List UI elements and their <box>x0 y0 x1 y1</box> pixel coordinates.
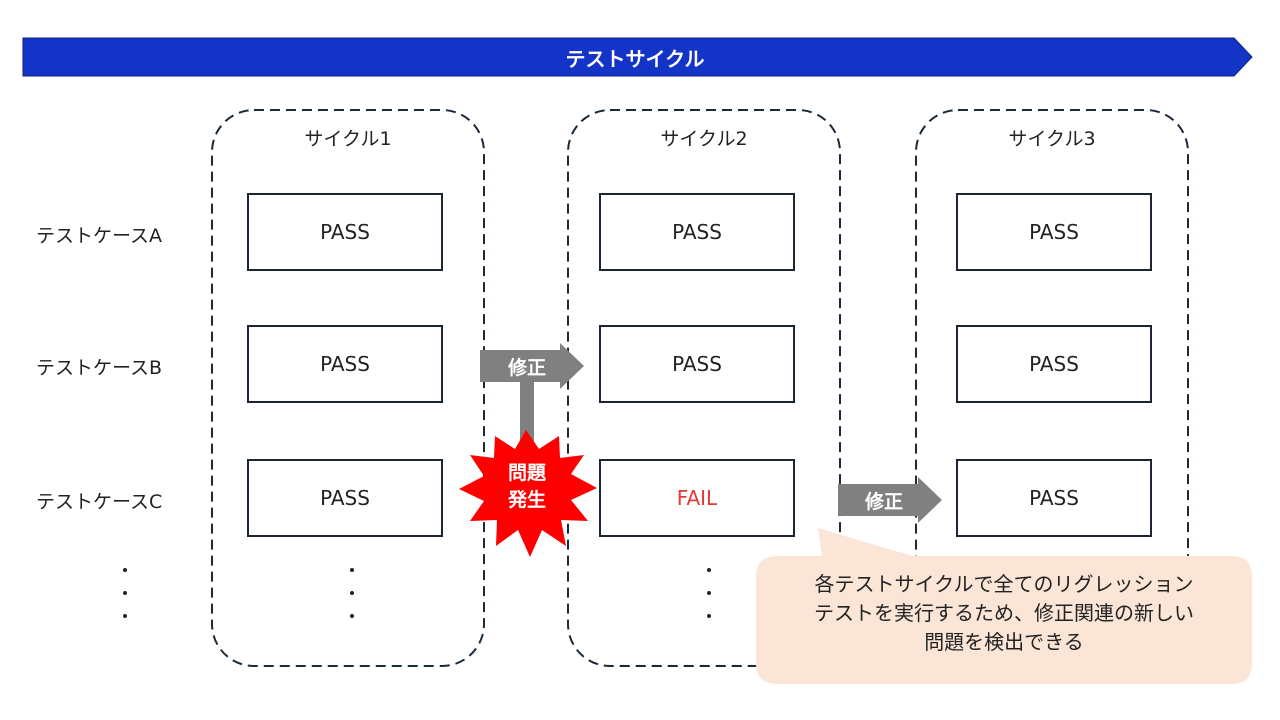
cycle-1-container <box>211 109 485 667</box>
result-box-c2-c-fail: FAIL <box>599 459 795 537</box>
callout-line-1: 各テストサイクルで全てのリグレッション <box>814 572 1194 596</box>
fix-arrow-1-label: 修正 <box>507 356 546 379</box>
row-label-c: テストケースC <box>36 491 163 513</box>
result-box-c1-a: PASS <box>247 193 443 271</box>
callout-line-2: テストを実行するため、修正関連の新しい <box>814 601 1194 625</box>
ellipsis-dot <box>350 614 354 618</box>
ellipsis-dot <box>123 568 127 572</box>
fix-arrow-2-label: 修正 <box>864 490 903 513</box>
ellipsis-dot <box>707 591 711 595</box>
fix-arrow-1 <box>480 343 584 389</box>
issue-burst-line-2: 発生 <box>507 489 546 511</box>
ellipsis-dot <box>350 591 354 595</box>
result-box-c3-b: PASS <box>956 325 1152 403</box>
callout-text: 各テストサイクルで全てのリグレッション テストを実行するため、修正関連の新しい … <box>766 570 1242 657</box>
callout-line-3: 問題を検出できる <box>924 630 1084 654</box>
fix-arrow-2 <box>838 477 942 523</box>
ellipsis-dot <box>350 568 354 572</box>
result-box-c3-c: PASS <box>956 459 1152 537</box>
callout-bubble <box>756 528 1252 684</box>
result-box-c2-b: PASS <box>599 325 795 403</box>
issue-burst-line-1: 問題 <box>507 462 546 484</box>
cycle-1-label: サイクル1 <box>304 128 392 150</box>
ellipsis-dot <box>707 568 711 572</box>
banner-title: テストサイクル <box>565 46 705 71</box>
ellipsis-dot <box>707 614 711 618</box>
result-box-c1-b: PASS <box>247 325 443 403</box>
issue-burst-label: 問題 発生 <box>492 460 562 514</box>
cycle-2-label: サイクル2 <box>660 128 748 150</box>
row-label-a: テストケースA <box>36 225 163 247</box>
ellipsis-dot <box>123 591 127 595</box>
result-box-c2-a: PASS <box>599 193 795 271</box>
banner-arrow <box>22 37 1253 77</box>
cycle-3-label: サイクル3 <box>1008 128 1096 150</box>
cycle-2-container <box>567 109 841 667</box>
result-box-c3-a: PASS <box>956 193 1152 271</box>
issue-burst <box>459 430 597 557</box>
row-label-b: テストケースB <box>36 357 163 379</box>
result-box-c1-c: PASS <box>247 459 443 537</box>
ellipsis-dot <box>123 614 127 618</box>
